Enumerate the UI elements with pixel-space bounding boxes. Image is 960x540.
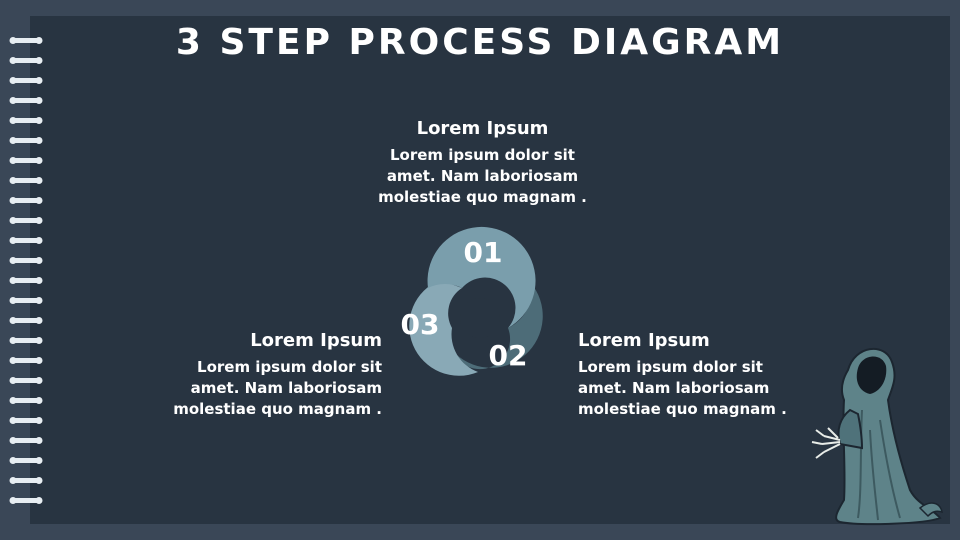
binding-ring-end [9, 277, 17, 284]
step-1-line-1: Lorem ipsum dolor sit [390, 146, 575, 164]
binding-ring [12, 258, 40, 263]
step-2-line-1: Lorem ipsum dolor sit [578, 358, 763, 376]
binding-ring [12, 338, 40, 343]
binding-ring [12, 458, 40, 463]
segment-01 [427, 226, 536, 328]
segment-03 [409, 280, 478, 376]
binding-ring-end [9, 357, 17, 364]
binding-ring [12, 478, 40, 483]
binding-ring-end [35, 377, 43, 384]
binding-ring-end [35, 357, 43, 364]
binding-ring [12, 218, 40, 223]
step-2-number: 02 [489, 339, 528, 372]
binding-ring [12, 398, 40, 403]
binding-ring [12, 78, 40, 83]
binding-ring [12, 378, 40, 383]
step-2-text: Lorem Ipsum Lorem ipsum dolor sit amet. … [578, 330, 793, 420]
binding-ring-end [35, 117, 43, 124]
binding-ring-end [35, 57, 43, 64]
binding-ring-end [35, 217, 43, 224]
step-3-text: Lorem Ipsum Lorem ipsum dolor sit amet. … [170, 330, 382, 420]
step-3-heading: Lorem Ipsum [250, 330, 382, 351]
binding-ring-end [35, 457, 43, 464]
step-3-number: 03 [401, 308, 440, 341]
binding-ring-end [9, 117, 17, 124]
binding-ring [12, 238, 40, 243]
binding-ring [12, 358, 40, 363]
binding-ring-end [9, 77, 17, 84]
binding-ring-end [35, 237, 43, 244]
binding-ring [12, 418, 40, 423]
segment-02 [452, 282, 543, 370]
step-1-heading: Lorem Ipsum [416, 118, 549, 139]
step-3-line-1: Lorem ipsum dolor sit [197, 358, 382, 376]
binding-ring-end [35, 437, 43, 444]
binding-ring-end [9, 297, 17, 304]
binding-ring-end [35, 477, 43, 484]
binding-ring [12, 178, 40, 183]
binding-ring-end [9, 57, 17, 64]
binding-ring [12, 298, 40, 303]
step-1-line-3: molestiae quo magnam . [378, 188, 587, 206]
binding-ring-end [35, 317, 43, 324]
binding-ring-end [35, 277, 43, 284]
binding-ring [12, 278, 40, 283]
page-title: 3 STEP PROCESS DIAGRAM [175, 22, 785, 63]
binding-ring [12, 38, 40, 43]
binding-ring-end [35, 397, 43, 404]
binding-ring-end [35, 497, 43, 504]
binding-ring-end [9, 317, 17, 324]
binding-ring-end [35, 417, 43, 424]
binding-ring-end [9, 257, 17, 264]
binding-ring-end [9, 417, 17, 424]
binding-ring-end [9, 97, 17, 104]
spiral-binding-icon [9, 37, 43, 504]
center-hole [460, 298, 500, 338]
binding-ring-end [9, 497, 17, 504]
binding-ring-end [9, 337, 17, 344]
step-3-line-3: molestiae quo magnam . [173, 400, 382, 418]
binding-ring-end [9, 477, 17, 484]
binding-ring-end [35, 337, 43, 344]
binding-ring-end [35, 37, 43, 44]
binding-ring-end [9, 37, 17, 44]
binding-ring-end [35, 177, 43, 184]
step-1-line-2: amet. Nam laboriosam [386, 167, 579, 185]
binding-ring [12, 498, 40, 503]
step-1-number: 01 [464, 236, 503, 269]
binding-ring-end [9, 397, 17, 404]
step-2-heading: Lorem Ipsum [578, 330, 710, 351]
step-3-line-2: amet. Nam laboriosam [190, 379, 382, 397]
binding-ring [12, 158, 40, 163]
binding-ring-end [35, 257, 43, 264]
binding-ring-end [9, 377, 17, 384]
binding-ring-end [9, 217, 17, 224]
binding-ring [12, 138, 40, 143]
grim-reaper-illustration [811, 347, 943, 526]
cycle-diagram: 01 02 03 [401, 226, 543, 376]
binding-ring [12, 58, 40, 63]
binding-ring [12, 118, 40, 123]
binding-ring-end [9, 177, 17, 184]
binding-ring-end [9, 157, 17, 164]
step-1-text: Lorem Ipsum Lorem ipsum dolor sit amet. … [375, 118, 590, 208]
binding-ring [12, 318, 40, 323]
binding-ring-end [9, 457, 17, 464]
binding-ring-end [35, 157, 43, 164]
binding-ring [12, 98, 40, 103]
binding-ring-end [9, 137, 17, 144]
binding-ring-end [35, 197, 43, 204]
binding-ring-end [9, 197, 17, 204]
step-2-line-3: molestiae quo magnam . [578, 400, 787, 418]
binding-ring-end [35, 297, 43, 304]
binding-ring-end [9, 437, 17, 444]
binding-ring-end [35, 137, 43, 144]
binding-ring-end [9, 237, 17, 244]
binding-ring [12, 438, 40, 443]
binding-ring-end [35, 97, 43, 104]
step-2-line-2: amet. Nam laboriosam [578, 379, 770, 397]
binding-ring [12, 198, 40, 203]
binding-ring-end [35, 77, 43, 84]
